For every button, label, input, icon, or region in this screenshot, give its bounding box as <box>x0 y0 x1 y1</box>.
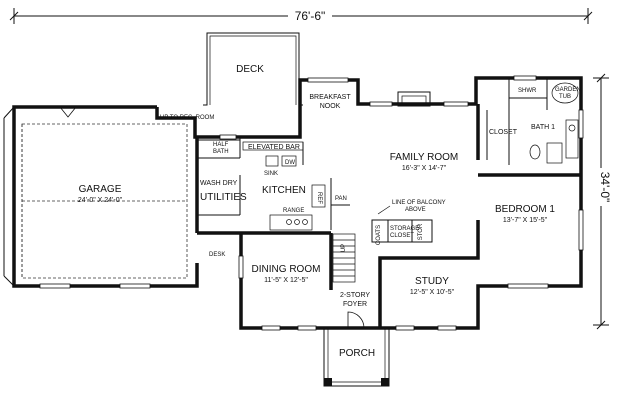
dining-room-size: 11'-5" X 12'-5" <box>264 277 308 284</box>
bedroom1-label: BEDROOM 1 <box>495 204 555 215</box>
windows <box>39 75 584 331</box>
foyer-label-1: 2-STORY <box>340 292 370 299</box>
elevated-bar-label: ELEVATED BAR <box>248 144 300 151</box>
sink-label: SINK <box>264 171 278 177</box>
bath1-label: BATH 1 <box>531 124 555 131</box>
stairs-up-label: UP <box>341 244 347 252</box>
garage-size: 24'-0" X 24'-0" <box>78 197 123 204</box>
kitchen-label: KITCHEN <box>262 185 306 196</box>
garage-details <box>3 106 188 287</box>
porch: PORCH <box>323 328 390 387</box>
dw-label: DW <box>285 160 295 166</box>
balcony-note-1: LINE OF BALCONY <box>392 200 446 206</box>
porch-label: PORCH <box>339 348 375 359</box>
bedroom1-size: 13'-7" X 15'-5" <box>503 217 548 224</box>
desk-label: DESK <box>209 252 225 258</box>
dining-room-label: DINING ROOM <box>252 264 321 275</box>
wash-dry-label: WASH DRY <box>200 180 238 187</box>
up-to-rec-room-label: UP TO REC. ROOM <box>160 115 214 121</box>
deck-label: DECK <box>236 64 264 75</box>
room-labels: BREAKFAST NOOK UP TO REC. ROOM HALF BATH… <box>78 87 581 308</box>
study-size: 12'-5" X 10'-5" <box>410 289 455 296</box>
storage-closet-label-2: CLOSET <box>390 233 414 239</box>
ref-label: REF <box>316 192 322 204</box>
interior-walls <box>197 78 581 329</box>
closet-label: CLOSET <box>489 129 518 136</box>
overall-depth-dimension: 34'-0" <box>593 73 612 330</box>
storage-closet-label-1: STORAGE <box>390 226 419 232</box>
family-room-size: 16'-3" X 14'-7" <box>402 165 447 172</box>
overall-width-label: 76'-6" <box>295 9 326 23</box>
half-bath-label-2: BATH <box>213 149 229 155</box>
coats-label: COATS <box>376 225 382 245</box>
breakfast-nook-label-2: NOOK <box>320 103 341 110</box>
foyer-label-2: FOYER <box>343 301 367 308</box>
pan-label: PAN <box>335 196 347 202</box>
garden-tub-label-2: TUB <box>559 94 571 100</box>
garden-tub-label-1: GARDEN <box>555 87 581 93</box>
study-label: STUDY <box>415 276 449 287</box>
deck: DECK <box>203 32 303 106</box>
garage-label: GARAGE <box>79 184 122 195</box>
balcony-note-2: ABOVE <box>405 207 426 213</box>
half-bath-label-1: HALF <box>213 142 229 148</box>
range-label: RANGE <box>283 208 304 214</box>
family-room-label: FAMILY ROOM <box>390 152 459 163</box>
overall-depth-label: 34'-0" <box>598 172 612 203</box>
breakfast-nook-label-1: BREAKFAST <box>309 94 351 101</box>
stor-label: STOR <box>418 223 424 240</box>
overall-width-dimension: 76'-6" <box>9 8 593 24</box>
utilities-label: UTILITIES <box>200 192 247 203</box>
shwr-label: SHWR <box>518 88 537 94</box>
